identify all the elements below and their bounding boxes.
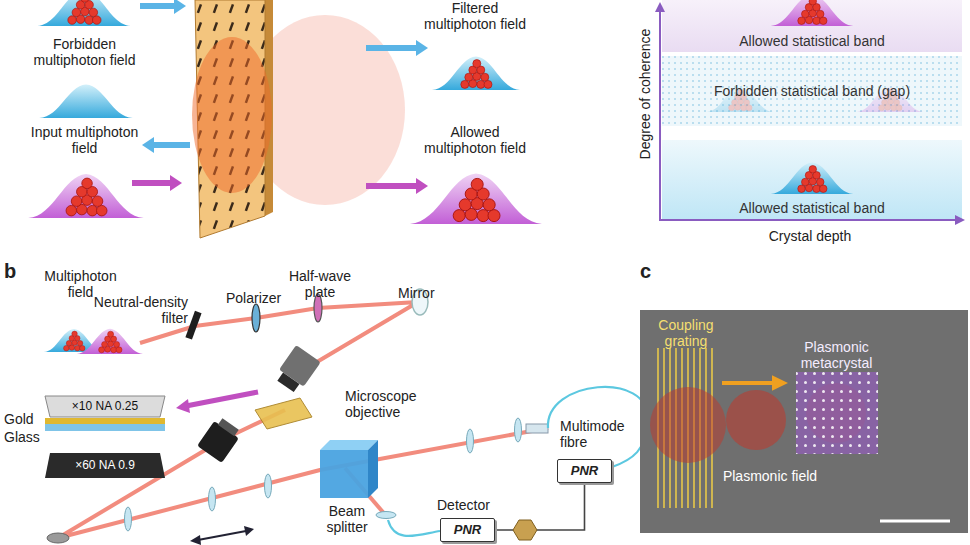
connector (722, 375, 788, 391)
node-text: Coupling grating (655, 317, 717, 349)
component-label: Microscope objective (345, 388, 441, 420)
field-label: Forbidden multiphoton field (22, 36, 147, 68)
arrowhead (772, 375, 788, 391)
node-text: Allowed statistical band (739, 200, 885, 216)
statistical-band: Allowed statistical band (662, 0, 962, 52)
component-label: Multimode fibre (560, 418, 634, 450)
material-label: Gold (4, 411, 44, 427)
objective-spec: ×60 NA 0.9 (50, 458, 160, 472)
detector-box: PNR (440, 518, 495, 542)
field-label: Input multiphoton field (22, 124, 147, 156)
coupling-grating: Coupling grating (652, 314, 720, 512)
component-label: Half-wave plate (285, 268, 355, 300)
statistical-band: Forbidden statistical band (gap) (662, 56, 962, 126)
objective-spec: ×10 NA 0.25 (50, 399, 160, 413)
component-label: Detector (437, 497, 507, 513)
component-label: Neutral-density filter (78, 294, 188, 326)
axis-label: Crystal depth (760, 228, 860, 244)
node-text: Forbidden statistical band (gap) (714, 83, 910, 99)
component-label: Polarizer (226, 290, 298, 306)
image-label: Plasmonic field (712, 468, 828, 484)
component-label: Mirror (398, 285, 454, 301)
detector-box: PNR (557, 459, 612, 483)
connector (495, 483, 585, 530)
field-label: Allowed multiphoton field (415, 124, 535, 156)
node-text: PNR (571, 463, 598, 479)
connector-line (495, 483, 585, 530)
metacrystal-region: Plasmonic metacrystal (788, 336, 885, 458)
component-label: Beam splitter (316, 503, 378, 535)
statistical-band: Allowed statistical band (662, 140, 962, 219)
panel-letter: b (4, 260, 28, 282)
material-label: Glass (4, 429, 44, 445)
panel-letter: c (640, 260, 664, 282)
field-label: Filtered multiphoton field (415, 0, 535, 32)
node-text: Allowed statistical band (739, 33, 885, 49)
axis-label: Degree of coherence (637, 14, 653, 174)
node-text: PNR (454, 522, 481, 538)
connector-line (722, 381, 772, 385)
node-text: Plasmonic metacrystal (791, 339, 882, 371)
